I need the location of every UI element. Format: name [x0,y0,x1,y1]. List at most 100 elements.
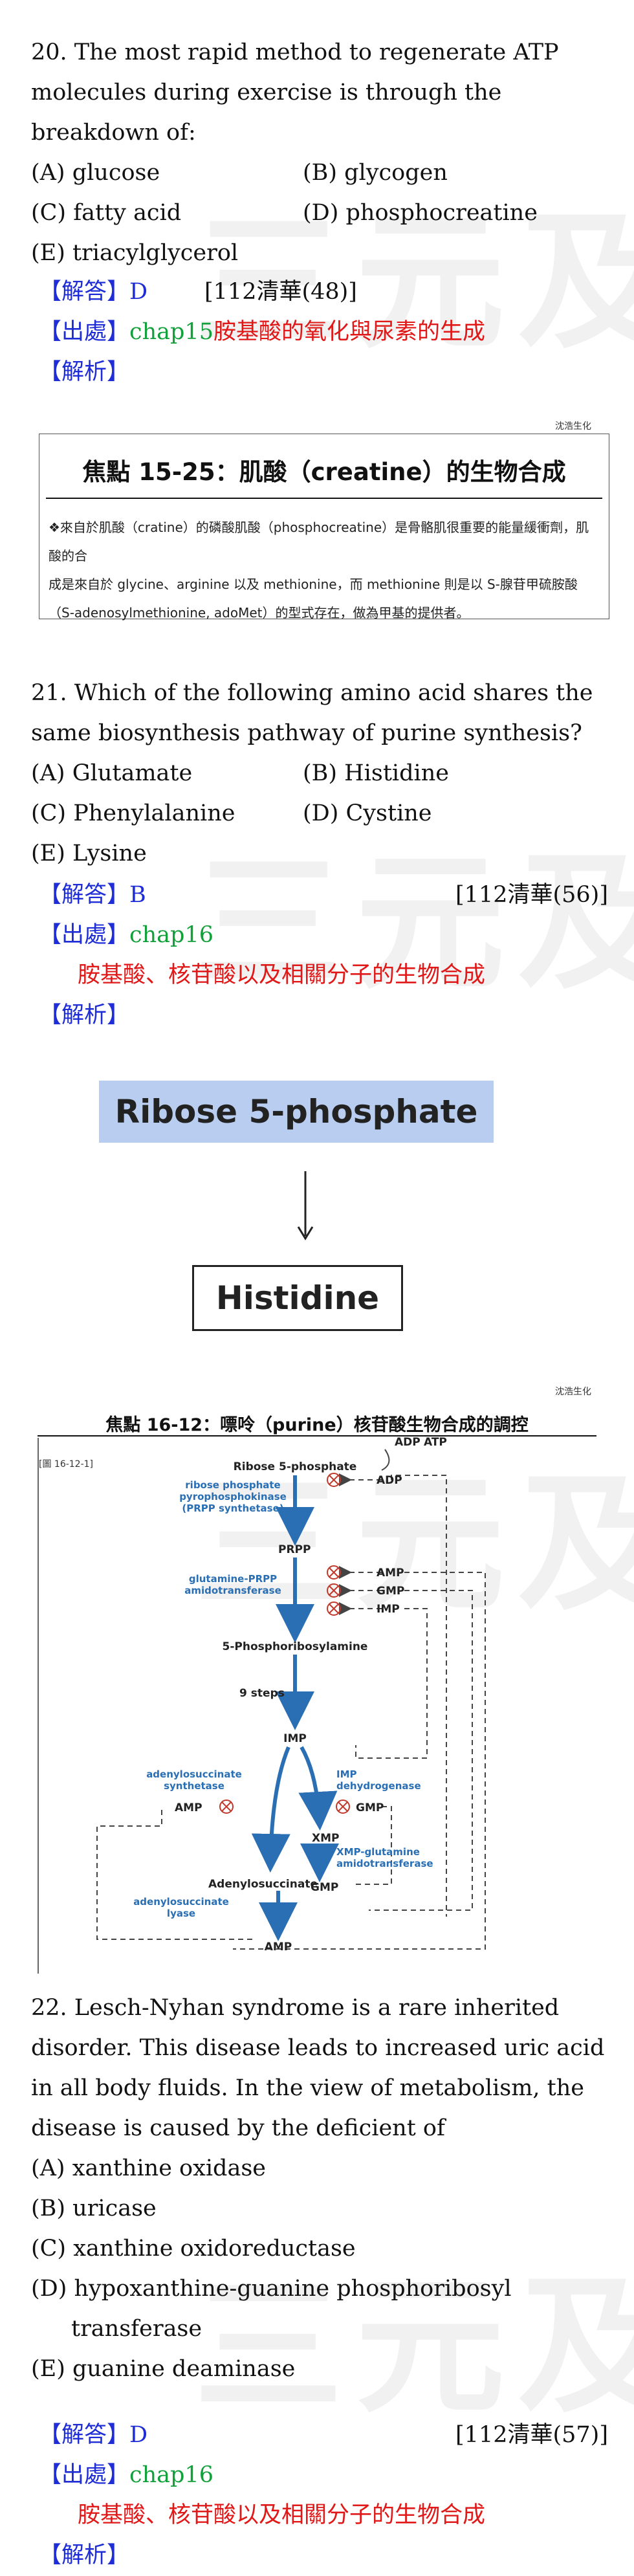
enzyme-label: synthetase [164,1780,224,1792]
q22-meta: 【解答】D [112清華(57)] 【出處】chap16 胺基酸、核苷酸以及相關… [39,2415,608,2575]
option-e: (E) triacylglycerol [31,240,239,266]
q20-meta: 【解答】D [112清華(48)] 【出處】chap15胺基酸的氧化與尿素的生成… [39,272,608,392]
option-d: (D) hypoxanthine-guanine phosphoribosyl … [31,2276,512,2342]
focus-body: ❖來自於肌酸（cratine）的磷酸肌酸（phosphocreatine）是骨骼… [49,513,600,627]
amp-feedback-label: AMP [175,1801,202,1814]
option-b: (B) uricase [31,2196,157,2221]
atp-label: ATP [424,1436,447,1449]
question-20: 20. The most rapid method to regenerate … [31,32,607,273]
source-ref: [112清華(48)] [204,279,357,305]
main-pathway [251,1475,339,1941]
imp-inhibitor-label: IMP [377,1603,400,1616]
origin-chap: chap16 [129,922,213,948]
option-b: (B) glycogen [303,160,448,186]
amp-product-label: AMP [265,1941,292,1954]
enzyme-label: pyrophosphokinase [179,1491,287,1503]
option-c: (C) Phenylalanine [31,800,235,826]
origin-topic-row: 胺基酸、核苷酸以及相關分子的生物合成 [39,955,608,995]
source-ref: [112清華(56)] [455,882,608,908]
gmp-feedback-label: GMP [356,1801,384,1814]
prpp-label: PRPP [278,1543,311,1556]
down-arrow-icon [297,1171,314,1240]
answer-value: D [129,2422,148,2448]
question-text: 22. Lesch-Nyhan syndrome is a rare inher… [31,1995,605,2141]
option-c: (C) xanthine oxidoreductase [31,2236,356,2262]
option-b: (B) Histidine [303,760,449,786]
origin-chap: chap16 [129,2462,213,2488]
analysis-tag: 【解析】 [39,1002,130,1028]
gmp-inhibitor-label: GMP [377,1585,404,1598]
origin-tag: 【出處】 [39,922,130,948]
focus-title: 焦點 16-12：嘌呤（purine）核苷酸生物合成的調控 [105,1415,529,1435]
imp-label: IMP [283,1732,307,1745]
options: (A) xanthine oxidase (B) uricase (C) xan… [31,2148,607,2389]
answer-tag: 【解答】 [39,2422,130,2448]
analysis-tag: 【解析】 [39,2542,130,2568]
frame-line [38,1438,39,1974]
analysis-row: 【解析】 [39,995,608,1035]
origin-tag: 【出處】 [39,319,130,345]
answer-row: 【解答】D [112清華(48)] [39,272,608,312]
enzyme-label: (PRPP synthetase) [182,1503,283,1514]
answer-row: 【解答】B [112清華(56)] [39,875,608,915]
amp-inhibitor-label: AMP [377,1567,404,1580]
focus-box-16-12: 焦點 16-12：嘌呤（purine）核苷酸生物合成的調控 [圖 16-12-1… [32,1399,602,1974]
answer-row: 【解答】D [112清華(57)] [39,2415,608,2455]
options: (A) glucose (B) glycogen (C) fatty acid … [31,153,607,273]
origin-topic: 胺基酸的氧化與尿素的生成 [213,319,485,345]
adenylosuccinate-label: Adenylosuccinate [208,1878,318,1891]
option-a: (A) xanthine oxidase [31,2155,266,2181]
author-note: 沈浩生化 [555,421,591,432]
ribose-5-phosphate-box: Ribose 5-phosphate [99,1081,494,1143]
focus-line-1: ❖來自於肌酸（cratine）的磷酸肌酸（phosphocreatine）是骨骼… [49,520,589,564]
origin-chap: chap15 [129,319,213,345]
option-d: (D) Cystine [303,800,432,826]
answer-tag: 【解答】 [39,279,130,305]
option-d: (D) phosphocreatine [303,200,538,226]
question-21: 21. Which of the following amino acid sh… [31,673,607,874]
origin-topic: 胺基酸、核苷酸以及相關分子的生物合成 [78,2502,486,2528]
option-c: (C) fatty acid [31,200,182,226]
figure-label: [圖 16-12-1] [39,1459,94,1470]
focus-box-15-25: 焦點 15-25：肌酸（creatine）的生物合成 ❖來自於肌酸（cratin… [39,434,609,621]
divider [46,498,602,499]
option-a: (A) glucose [31,160,160,186]
origin-row: 【出處】chap15胺基酸的氧化與尿素的生成 [39,312,608,352]
option-a: (A) Glutamate [31,760,193,786]
focus-line-3: （S-adenosylmethionine, adoMet）的型式存在，做為甲基… [49,605,470,621]
xmp-label: XMP [312,1832,339,1845]
feedback-loops [96,1473,486,1950]
enzyme-label: lyase [167,1908,195,1919]
enzyme-label: adenylosuccinate [146,1768,242,1780]
origin-row: 【出處】chap16 [39,915,608,955]
purine-regulation-diagram: Ribose 5-phosphate ADP ATP ADP PRPP AMP … [96,1436,486,1954]
option-e: (E) Lysine [31,841,147,866]
origin-tag: 【出處】 [39,2462,130,2488]
answer-tag: 【解答】 [39,882,130,908]
enzyme-label: XMP-glutamine [336,1846,420,1858]
origin-topic-row: 胺基酸、核苷酸以及相關分子的生物合成 [39,2495,608,2535]
enzyme-label: ribose phosphate [185,1479,280,1491]
answer-value: B [129,882,146,908]
adp-label: ADP [395,1436,421,1449]
answer-value: D [129,279,148,305]
question-text: 20. The most rapid method to regenerate … [31,39,559,146]
gmp-product-label: GMP [311,1881,338,1894]
option-e: (E) guanine deaminase [31,2356,296,2382]
analysis-row: 【解析】 [39,2535,608,2575]
adp-inhibitor-label: ADP [377,1474,402,1487]
pra-label: 5-Phosphoribosylamine [223,1640,368,1653]
options: (A) Glutamate (B) Histidine (C) Phenylal… [31,753,607,874]
origin-row: 【出處】chap16 [39,2455,608,2495]
author-note: 沈浩生化 [555,1387,591,1397]
analysis-row: 【解析】 [39,352,608,392]
analysis-tag: 【解析】 [39,359,130,385]
question-text: 21. Which of the following amino acid sh… [31,680,593,746]
source-ref: [112清華(57)] [455,2422,608,2448]
enzyme-label: dehydrogenase [336,1780,421,1792]
enzyme-label: amidotransferase [336,1858,433,1869]
enzyme-label: amidotransferase [184,1585,281,1596]
focus-title: 焦點 15-25：肌酸（creatine）的生物合成 [82,458,566,486]
q21-meta: 【解答】B [112清華(56)] 【出處】chap16 胺基酸、核苷酸以及相關… [39,875,608,1035]
inhibition-icon [219,1473,350,1814]
